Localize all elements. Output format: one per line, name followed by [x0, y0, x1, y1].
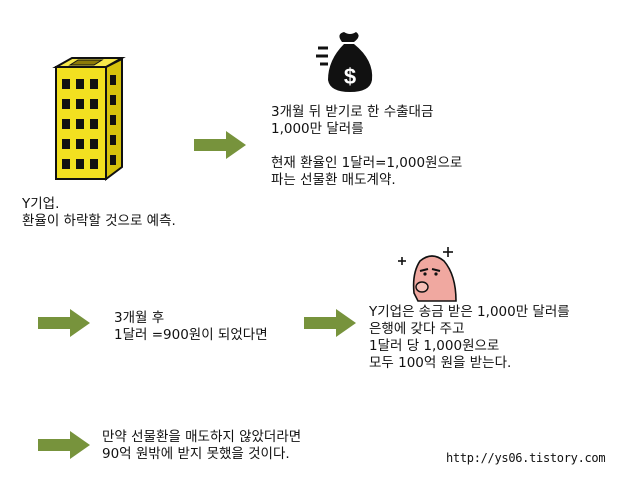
company-text: Y기업. 환율이 하락할 것으로 예측. [22, 196, 176, 230]
after-text: 3개월 후 1달러 =900원이 되었다면 [114, 310, 268, 344]
arrow-right-icon [38, 431, 90, 459]
contract-line-2: 1,000만 달러를 [271, 121, 364, 137]
arrow-right-icon [38, 309, 90, 337]
result-text: Y기업은 송금 받은 1,000만 달러를 은행에 갖다 주고 1달러 당 1,… [369, 304, 570, 372]
thinking-person-icon [398, 247, 457, 302]
company-line-2: 환율이 하락할 것으로 예측. [22, 213, 176, 229]
counterfactual-text: 만약 선물환을 매도하지 않았더라면 90억 원밖에 받지 못했을 것이다. [102, 429, 301, 463]
arrow-right-icon [304, 309, 356, 337]
dollar-sign: $ [344, 64, 356, 89]
result-line-2: 은행에 갖다 주고 [369, 321, 465, 337]
money-bag-icon: $ [316, 32, 373, 92]
arrow-right-icon [194, 131, 246, 159]
company-line-1: Y기업. [22, 196, 60, 212]
building-icon [52, 57, 126, 181]
result-line-1: Y기업은 송금 받은 1,000만 달러를 [369, 304, 570, 320]
counterfactual-line-1: 만약 선물환을 매도하지 않았더라면 [102, 429, 302, 445]
result-line-4: 모두 100억 원을 받는다. [369, 355, 512, 371]
source-url: http://ys06.tistory.com [446, 451, 606, 465]
counterfactual-line-2: 90억 원밖에 받지 못했을 것이다. [102, 446, 290, 462]
contract-line-4: 파는 선물환 매도계약. [271, 172, 396, 188]
after-line-1: 3개월 후 [114, 310, 165, 326]
contract-text: 3개월 뒤 받기로 한 수출대금 1,000만 달러를 현재 환율인 1달러=1… [271, 104, 462, 189]
contract-line-1: 3개월 뒤 받기로 한 수출대금 [271, 104, 434, 120]
after-line-2: 1달러 =900원이 되었다면 [114, 327, 268, 343]
contract-line-3: 현재 환율인 1달러=1,000원으로 [271, 155, 463, 171]
result-line-3: 1달러 당 1,000원으로 [369, 338, 500, 354]
